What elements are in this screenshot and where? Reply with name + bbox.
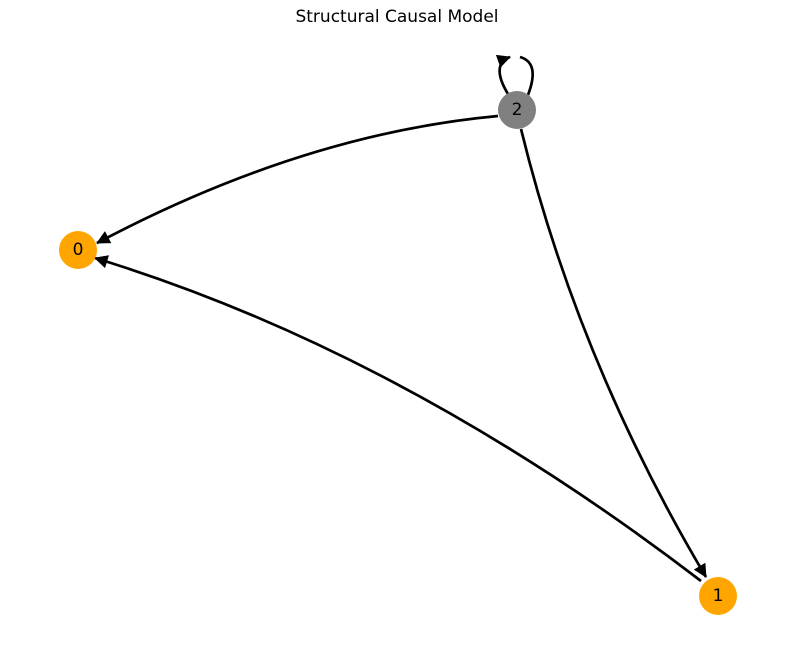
node-1-label: 1 [713,586,724,606]
figure-title: Structural Causal Model [295,7,499,27]
node-0 [59,231,97,269]
node-2-label: 2 [512,100,523,120]
self-loop-2-arrow [495,54,511,95]
node-2 [498,91,536,129]
self-loop-2-body [519,55,535,96]
nodes-layer: 0 1 2 [59,91,737,615]
edges-layer [94,54,708,583]
edge-1-to-0 [94,255,702,583]
edge-2-to-0 [96,114,499,245]
node-1 [699,577,737,615]
node-0-label: 0 [73,240,84,260]
edge-2-to-1 [519,128,708,578]
